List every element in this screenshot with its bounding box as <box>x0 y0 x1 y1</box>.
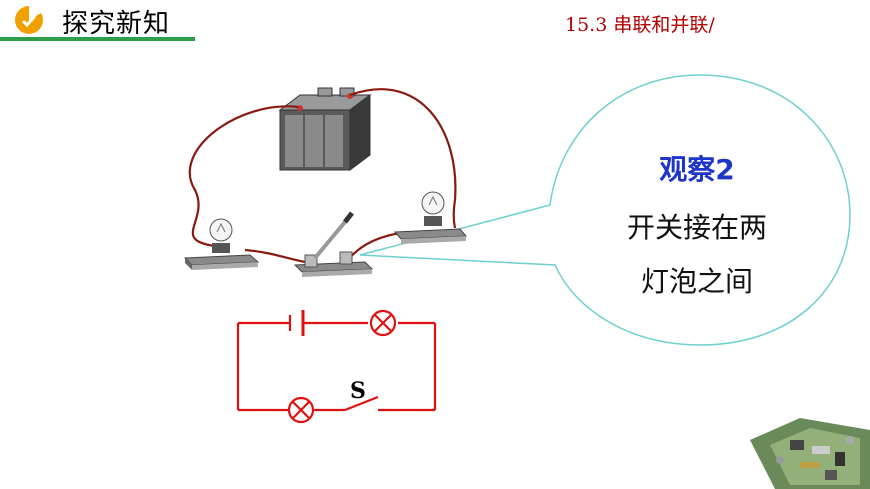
circuit-schematic <box>236 309 437 424</box>
speech-bubble <box>359 74 851 346</box>
circuit-board-image <box>750 418 870 489</box>
knife-switch-icon <box>293 211 374 277</box>
header-bar: 探究新知 <box>0 0 195 42</box>
page-title: 探究新知 <box>62 9 171 39</box>
battery-icon <box>278 87 372 171</box>
pie-chart-icon <box>15 6 43 34</box>
bubble-title: 观察2 <box>659 153 735 186</box>
bubble-line-2: 灯泡之间 <box>640 265 753 298</box>
section-label: 15.3 串联和并联/ <box>565 14 715 36</box>
right-bulb-icon <box>393 191 468 244</box>
switch-label: S <box>350 378 366 404</box>
left-bulb-icon <box>183 218 260 270</box>
header-underline <box>0 37 195 41</box>
bubble-line-1: 开关接在两 <box>626 211 767 244</box>
